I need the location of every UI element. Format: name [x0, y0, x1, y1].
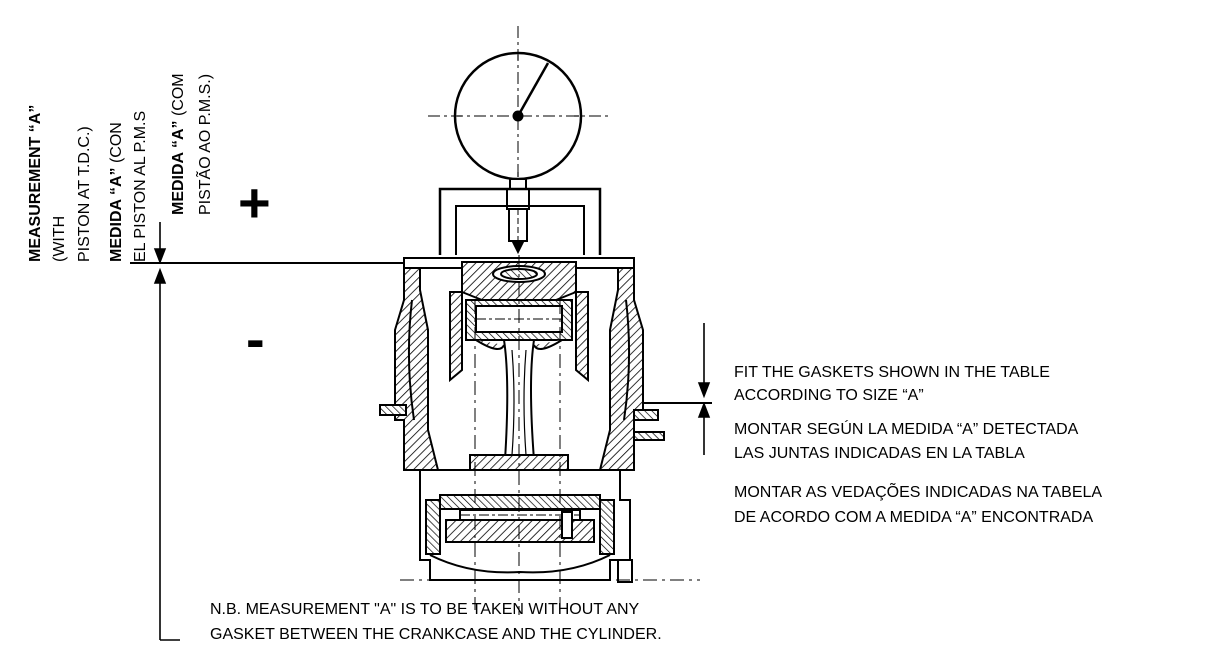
- instruction-es-line2: LAS JUNTAS INDICADAS EN LA TABLA: [734, 445, 1025, 462]
- footnote-group: N.B. MEASUREMENT "A" IS TO BE TAKEN WITH…: [210, 601, 662, 643]
- instruction-es-line1: MONTAR SEGÚN LA MEDIDA “A” DETECTADA: [734, 419, 1079, 438]
- measurement-a-label-en-line2: (WITH: [51, 216, 68, 262]
- measurement-a-label-en-line3: PISTON AT T.D.C.): [76, 126, 93, 262]
- measurement-a-label-es: MEDIDA “A” (CON: [108, 122, 125, 262]
- instruction-en-line1: FIT THE GASKETS SHOWN IN THE TABLE: [734, 364, 1050, 381]
- instruction-text-group: FIT THE GASKETS SHOWN IN THE TABLE ACCOR…: [734, 364, 1102, 526]
- measurement-a-label-en: MEASUREMENT “A”: [27, 105, 44, 262]
- measurement-a-label-es-line2: EL PISTON AL P.M.S: [132, 111, 149, 262]
- minus-sign: -: [246, 307, 265, 370]
- footnote-line1: N.B. MEASUREMENT "A" IS TO BE TAKEN WITH…: [210, 601, 640, 618]
- footnote-line2: GASKET BETWEEN THE CRANKCASE AND THE CYL…: [210, 626, 662, 643]
- plus-sign: +: [238, 171, 271, 234]
- measurement-a-label-pt-line2: PISTÃO AO P.M.S.): [194, 74, 214, 215]
- measurement-a-label-pt: MEDIDA “A” (COM: [170, 73, 187, 215]
- cylinder-assembly: [379, 257, 665, 583]
- dimension-arrows-left: [153, 222, 180, 641]
- instruction-en-line2: ACCORDING TO SIZE “A”: [734, 387, 924, 404]
- instruction-pt-line2: DE ACORDO COM A MEDIDA “A” ENCONTRADA: [734, 509, 1093, 526]
- instruction-pt-line1: MONTAR AS VEDAÇÕES INDICADAS NA TABELA: [734, 481, 1102, 501]
- dial-gauge: [428, 26, 610, 255]
- centerlines: [400, 255, 700, 615]
- measurement-label-group: MEASUREMENT “A” (WITH PISTON AT T.D.C.) …: [27, 73, 214, 262]
